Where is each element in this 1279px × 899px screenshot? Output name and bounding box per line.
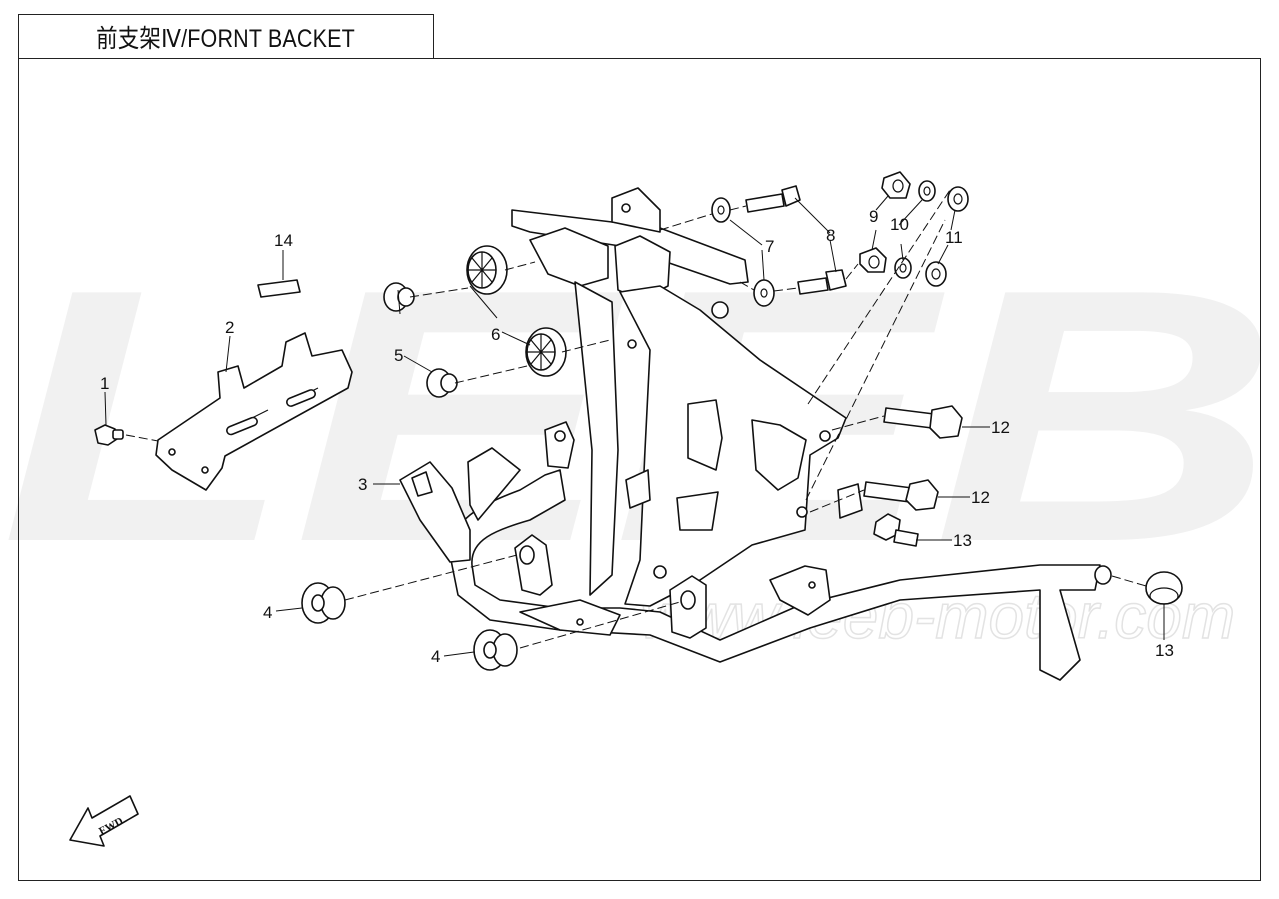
- callout-12a: 12: [991, 418, 1010, 437]
- callout-10: 10: [890, 215, 909, 234]
- callout-1: 1: [100, 374, 109, 393]
- part-14-pad: [257, 279, 301, 298]
- callout-13b: 13: [1155, 641, 1174, 660]
- callout-14: 14: [274, 231, 293, 250]
- callout-13a: 13: [953, 531, 972, 550]
- assembly-lines: [125, 189, 1147, 649]
- callout-11: 11: [945, 228, 963, 247]
- part-6-dampers: [466, 245, 567, 377]
- callout-5: 5: [394, 346, 403, 365]
- part-11-flat-washers: [925, 186, 969, 287]
- diagram-frame: [18, 58, 1261, 881]
- title-box: 前支架Ⅳ/FORNT BACKET: [18, 14, 434, 59]
- callout-2: 2: [225, 318, 234, 337]
- page-title: 前支架Ⅳ/FORNT BACKET: [96, 24, 356, 53]
- callout-12b: 12: [971, 488, 990, 507]
- part-2-bracket-plate: [155, 332, 353, 491]
- part-10-spring-washers: [894, 180, 936, 279]
- front-bracket-frame: [399, 187, 1112, 681]
- callout-3: 3: [358, 475, 367, 494]
- part-4-grommets: [301, 582, 518, 671]
- callout-4b: 4: [431, 647, 440, 666]
- part-1-nut: [94, 424, 124, 446]
- part-12-bolts: [863, 405, 963, 511]
- part-13-fasteners: [873, 513, 1183, 605]
- callout-8: 8: [826, 226, 835, 245]
- callout-4a: 4: [263, 603, 272, 622]
- part-5-washers: [383, 282, 458, 398]
- part-9-nuts: [859, 171, 911, 273]
- leader-lines: [104, 195, 1165, 657]
- callout-7: 7: [765, 237, 774, 256]
- callout-6: 6: [491, 325, 500, 344]
- callout-9: 9: [869, 207, 878, 226]
- part-8-bolts: [745, 185, 847, 295]
- callout-labels: 1 2 3 4 4 5 6 7 8 9 10 11 12 12 13 13 14: [100, 207, 1174, 666]
